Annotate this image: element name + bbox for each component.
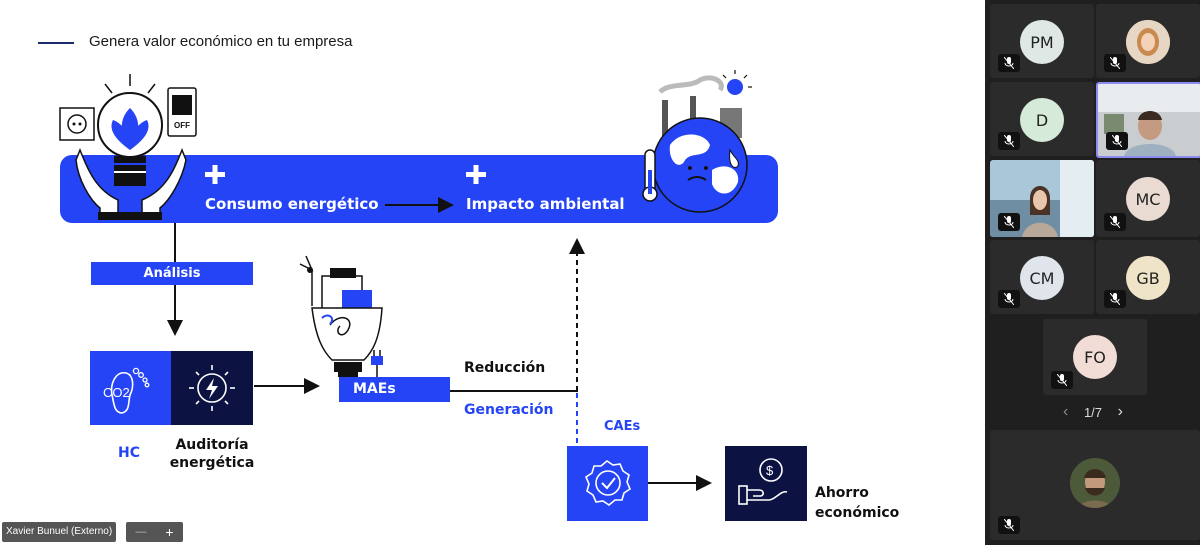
reduction-label: Reducción	[464, 360, 546, 376]
pager-next-button[interactable]: ›	[1117, 403, 1123, 420]
energy-banner	[60, 155, 778, 223]
mic-off-icon	[998, 516, 1020, 534]
mic-off-icon	[1104, 290, 1126, 308]
mic-off-icon	[998, 290, 1020, 308]
slide-heading: Genera valor económico en tu empresa	[89, 33, 353, 50]
analysis-box: Análisis	[91, 262, 253, 285]
video-feed	[990, 160, 1094, 237]
money-hand-icon: $	[738, 458, 788, 505]
avatar: GB	[1126, 256, 1170, 300]
participant-video-active[interactable]	[1096, 82, 1200, 158]
co2-text: CO2	[103, 385, 130, 400]
avatar: FO	[1073, 335, 1117, 379]
zoom-controls: — +	[126, 522, 183, 542]
caes-box	[567, 446, 648, 521]
avatar	[1126, 20, 1170, 64]
mic-off-icon	[998, 213, 1020, 231]
shared-slide: Genera valor económico en tu empresa	[0, 0, 985, 545]
avatar	[1070, 458, 1120, 508]
switch-label: OFF	[174, 121, 190, 130]
avatar: D	[1020, 98, 1064, 142]
thermometer-icon	[642, 149, 658, 202]
plus-icons	[205, 165, 486, 184]
participant-tile[interactable]: GB	[1096, 240, 1200, 314]
participant-tile-self[interactable]	[990, 430, 1200, 540]
city-bulb-icon	[299, 255, 383, 377]
caes-label: CAEs	[604, 419, 641, 434]
participant-tile[interactable]	[1096, 4, 1200, 78]
saving-box: $	[725, 446, 807, 521]
earth-icon	[652, 70, 752, 213]
zoom-out-button[interactable]: —	[135, 526, 147, 538]
audit-label: Auditoría energética	[169, 437, 255, 471]
video-feed	[1098, 84, 1200, 156]
participant-video[interactable]	[990, 160, 1094, 237]
badge-check-icon	[585, 460, 631, 506]
lightbulb-icon	[75, 74, 187, 220]
avatar: PM	[1020, 20, 1064, 64]
mic-off-icon	[1104, 54, 1126, 72]
participants-panel: PM D	[985, 0, 1200, 545]
pager-text: 1/7	[1083, 404, 1103, 420]
outlet-icon	[59, 107, 95, 141]
footprint-icon: CO2	[103, 367, 150, 414]
saving-label: Ahorro económico	[815, 485, 900, 521]
diagram-canvas	[59, 70, 778, 491]
switch-icon	[167, 87, 197, 137]
heading-rule	[38, 42, 74, 44]
mic-off-icon	[998, 54, 1020, 72]
svg-text:$: $	[766, 463, 774, 478]
participant-tile[interactable]: CM	[990, 240, 1094, 314]
impact-label: Impacto ambiental	[466, 195, 625, 213]
participant-tile[interactable]: PM	[990, 4, 1094, 78]
mic-off-icon	[1104, 213, 1126, 231]
pager: ‹ 1/7 ›	[1063, 403, 1123, 421]
audit-box	[171, 351, 253, 425]
hc-box: CO2	[90, 351, 171, 425]
participant-tile[interactable]: FO	[1043, 319, 1147, 395]
mic-off-icon	[1106, 132, 1128, 150]
lightning-icon	[189, 365, 235, 411]
presenter-name-badge: Xavier Bunuel (Externo)	[2, 522, 117, 542]
avatar: MC	[1126, 177, 1170, 221]
plug-icon	[371, 350, 383, 377]
participant-tile[interactable]: D	[990, 82, 1094, 156]
avatar: CM	[1020, 256, 1064, 300]
generation-label: Generación	[464, 402, 554, 418]
mic-off-icon	[1051, 371, 1073, 389]
pager-prev-button[interactable]: ‹	[1063, 403, 1069, 420]
hc-label: HC	[118, 445, 140, 461]
participant-tile[interactable]: MC	[1096, 160, 1200, 237]
mic-off-icon	[998, 132, 1020, 150]
zoom-in-button[interactable]: +	[165, 524, 174, 540]
maes-box: MAEs	[339, 377, 450, 402]
consumption-label: Consumo energético	[205, 195, 379, 213]
